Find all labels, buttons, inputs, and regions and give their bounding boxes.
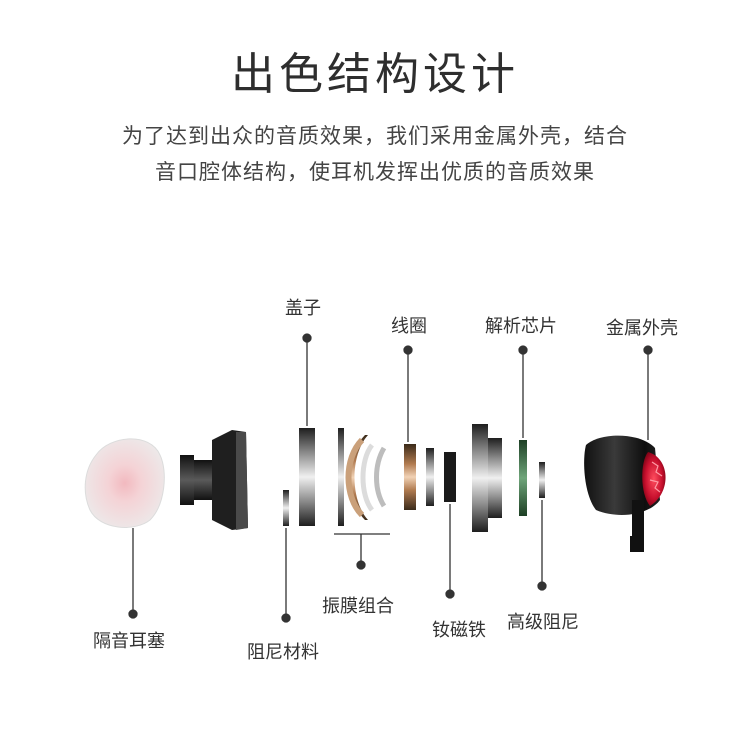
description-line-2: 音口腔体结构，使耳机发挥出优质的音质效果 (155, 160, 595, 184)
nozzle-part (180, 430, 248, 530)
description-line-1: 为了达到出众的音质效果，我们采用金属外壳，结合 (122, 124, 628, 148)
coil-part (404, 444, 434, 510)
high-damping-part (539, 462, 545, 498)
chip-part (519, 440, 527, 516)
label-cap: 盖子 (285, 298, 321, 319)
page-title: 出色结构设计 (231, 49, 519, 100)
label-high-damping: 高级阻尼 (507, 612, 579, 633)
label-magnet: 钕磁铁 (432, 620, 486, 641)
label-eartip: 隔音耳塞 (93, 631, 165, 652)
eartip-part (84, 438, 165, 528)
leader-lines (128, 333, 653, 623)
label-diaphragm: 振膜组合 (322, 596, 394, 617)
label-damping-material: 阻尼材料 (247, 642, 319, 663)
diaphragm-part (338, 428, 387, 526)
label-chip: 解析芯片 (485, 316, 557, 337)
label-shell: 金属外壳 (606, 318, 678, 339)
pole-plate-part (472, 424, 502, 532)
damping-material-part (283, 490, 289, 526)
magnet-part (444, 452, 456, 502)
label-coil: 线圈 (391, 316, 427, 337)
cap-part (299, 428, 315, 526)
description: 为了达到出众的音质效果，我们采用金属外壳，结合 音口腔体结构，使耳机发挥出优质的… (0, 118, 750, 190)
metal-shell-part (584, 435, 666, 552)
